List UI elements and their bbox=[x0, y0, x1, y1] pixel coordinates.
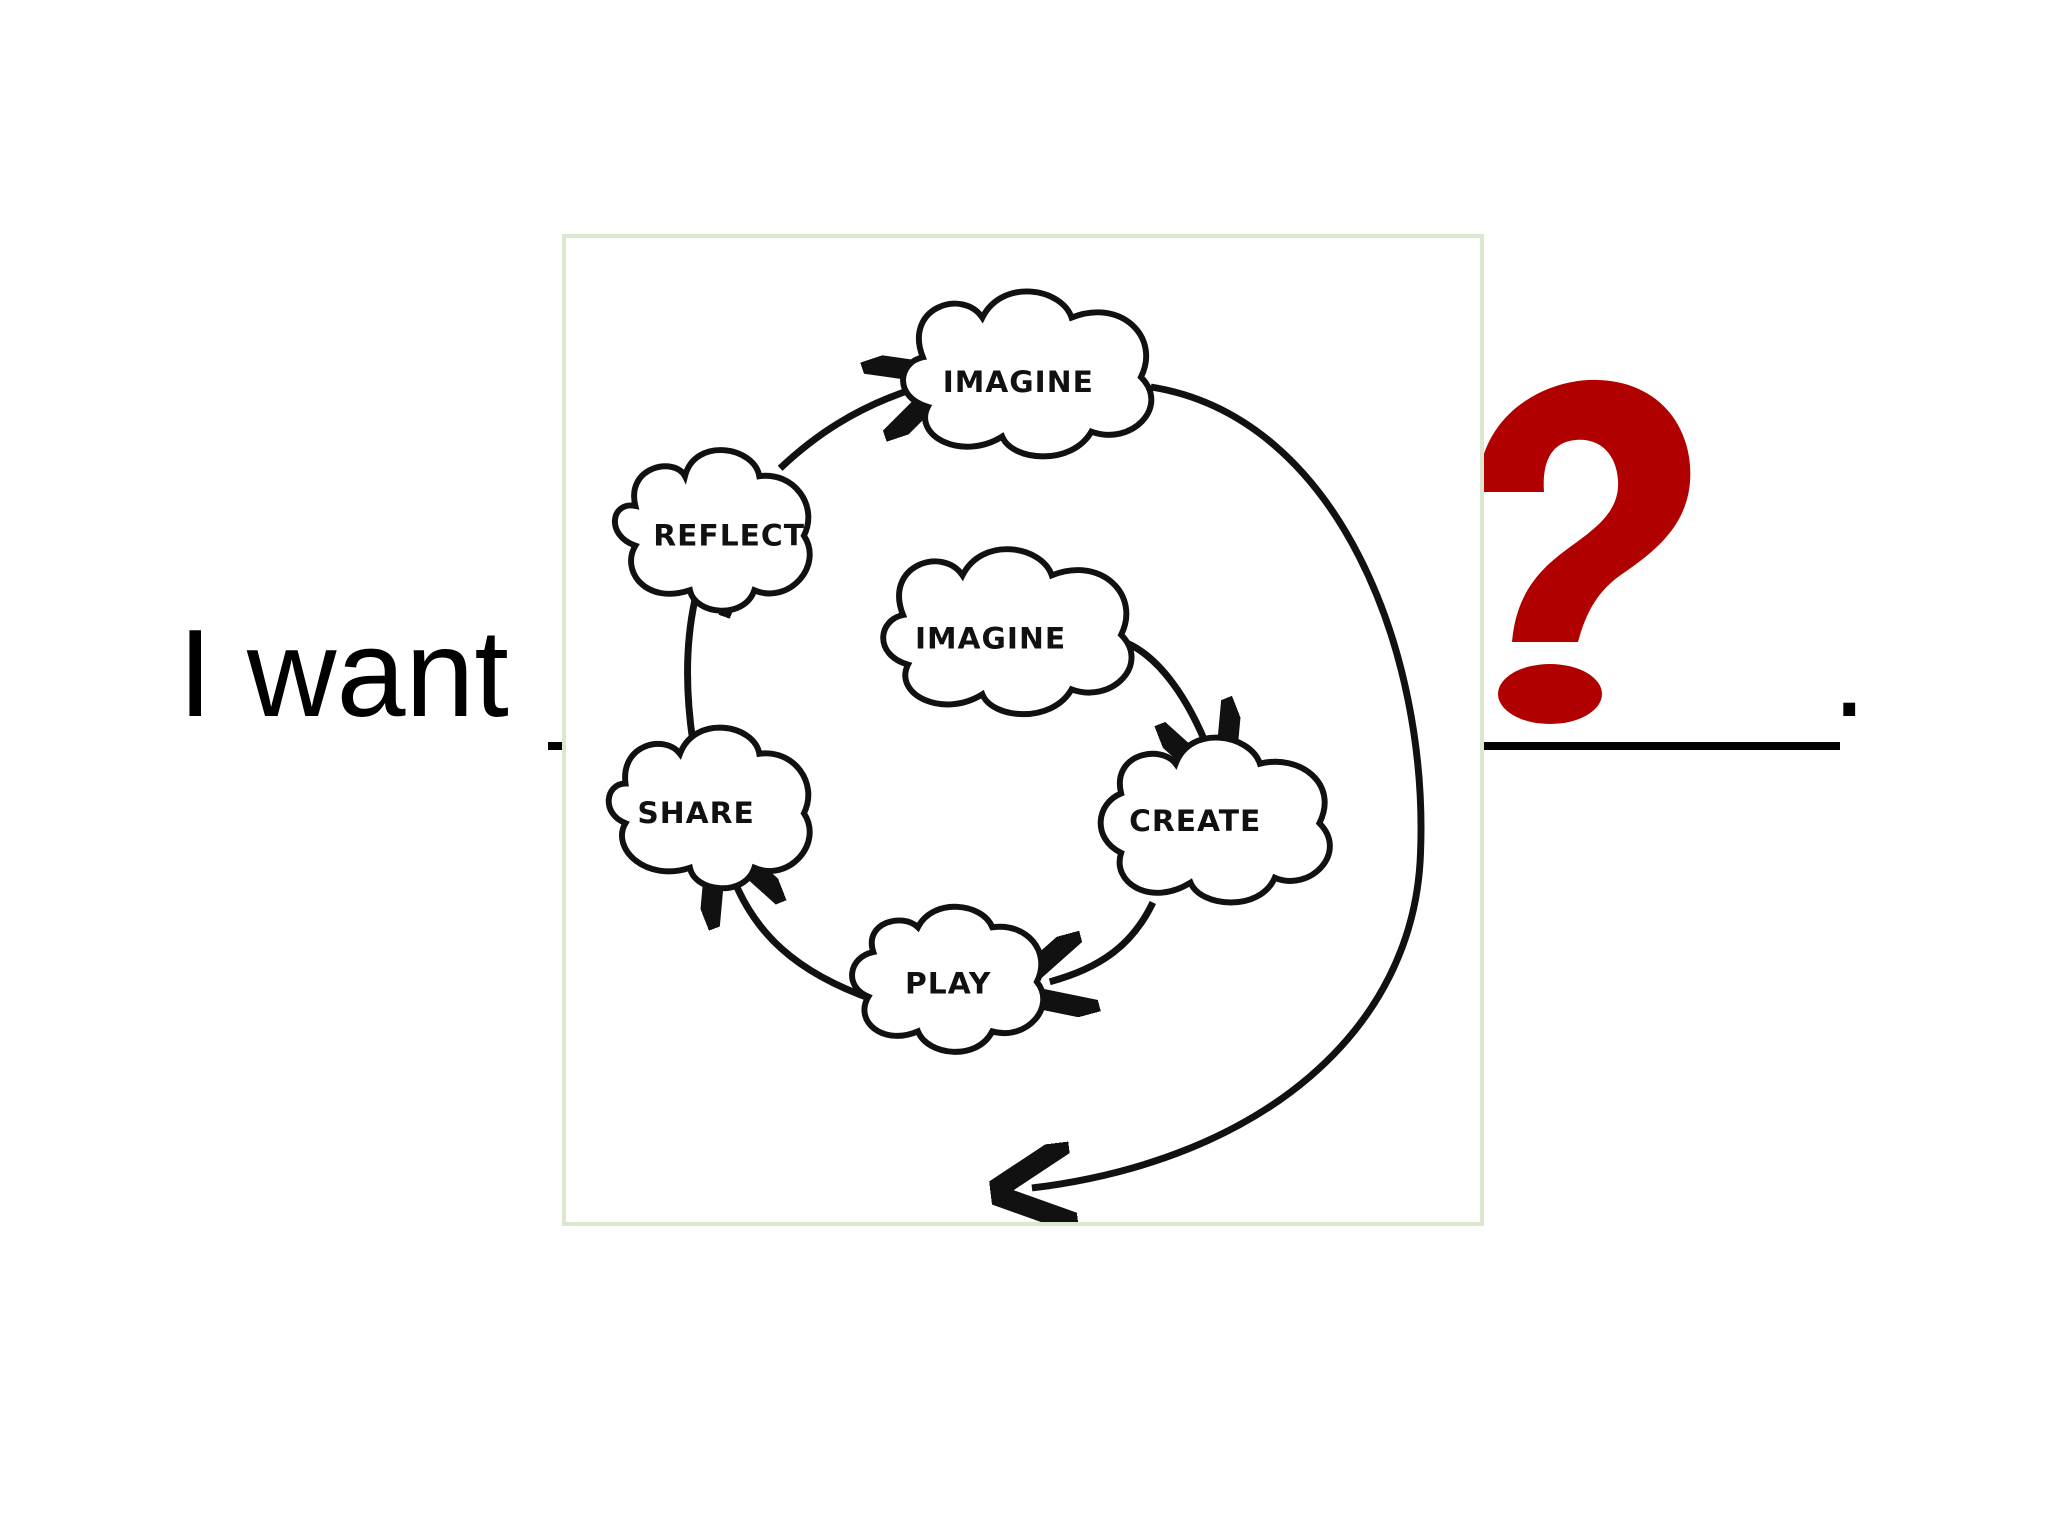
question-mark-dot bbox=[1498, 664, 1602, 724]
arrow-outer-spiral bbox=[1032, 383, 1425, 1188]
arrow-reflect-to-imagine bbox=[777, 389, 913, 471]
cloud-reflect: REFLECT bbox=[611, 447, 813, 614]
arrow-create-to-play bbox=[1050, 900, 1156, 981]
arrow-play-to-share bbox=[733, 877, 875, 1003]
label-share: SHARE bbox=[637, 796, 754, 831]
question-mark-icon bbox=[1478, 379, 1691, 724]
cloud-create: CREATE bbox=[1097, 734, 1333, 906]
arrow-imagine-to-create bbox=[1119, 637, 1208, 750]
prompt-text: I want bbox=[178, 605, 509, 743]
creative-learning-spiral-diagram: IMAGINE REFLECT IMAGINE CREATE SHARE PLA bbox=[562, 234, 1484, 1226]
label-imagine-outer: IMAGINE bbox=[943, 365, 1094, 400]
cloud-play: PLAY bbox=[849, 903, 1047, 1055]
sentence-period: . bbox=[1832, 605, 1867, 743]
label-play: PLAY bbox=[905, 967, 991, 1002]
diagram-drawing: IMAGINE REFLECT IMAGINE CREATE SHARE PLA bbox=[605, 288, 1425, 1222]
label-create: CREATE bbox=[1129, 804, 1261, 839]
cloud-share: SHARE bbox=[605, 724, 813, 892]
question-mark-hook bbox=[1478, 379, 1691, 642]
label-reflect: REFLECT bbox=[653, 519, 805, 554]
label-imagine-inner: IMAGINE bbox=[915, 622, 1066, 657]
cloud-imagine-inner: IMAGINE bbox=[880, 546, 1135, 718]
cloud-imagine-outer: IMAGINE bbox=[900, 288, 1155, 460]
